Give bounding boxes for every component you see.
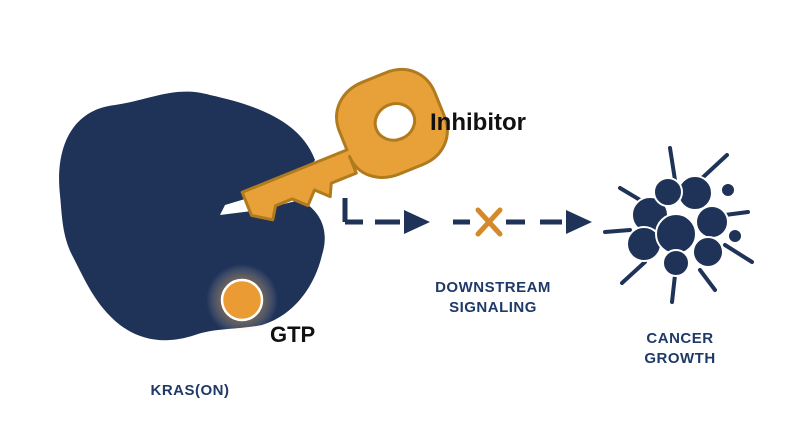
downstream-label-line1: DOWNSTREAM — [435, 279, 551, 296]
x-mark-icon — [475, 207, 503, 237]
kras-protein-shape — [59, 91, 325, 341]
cancer-cell-cluster-icon — [603, 146, 754, 304]
gtp-label: GTP — [270, 322, 315, 347]
gtp-molecule-icon — [220, 278, 264, 322]
key-icon — [240, 68, 449, 222]
cancer-growth-label-line1: CANCER — [646, 330, 713, 347]
arrow-right-icon — [566, 210, 592, 234]
cancer-growth-label-line2: GROWTH — [644, 350, 715, 367]
kras-label: KRAS(ON) — [151, 382, 230, 399]
inhibitor-label: Inhibitor — [430, 109, 526, 136]
downstream-label-line2: SIGNALING — [449, 299, 537, 316]
arrow-right-icon — [404, 210, 430, 234]
signaling-pathway — [342, 198, 562, 225]
